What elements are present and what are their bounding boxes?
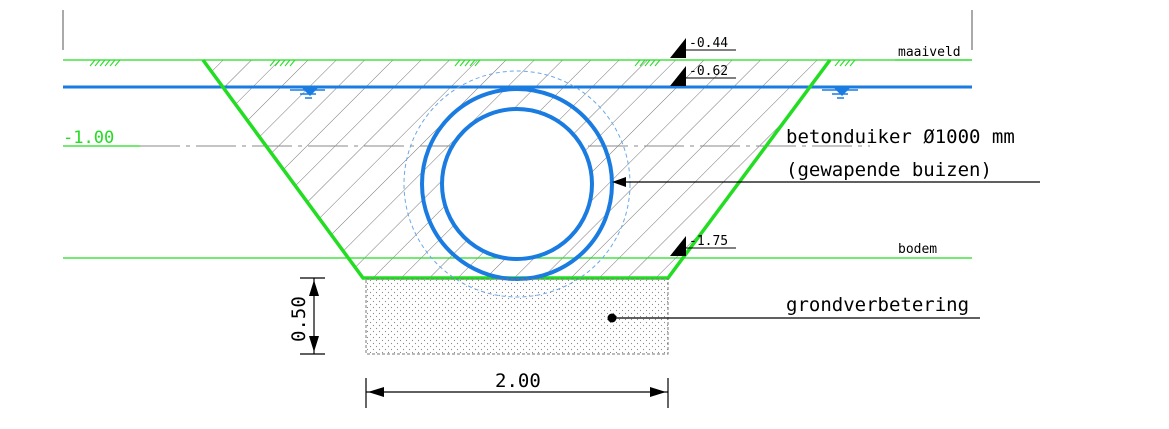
bodem-label: bodem <box>898 242 937 257</box>
pipe-interior <box>442 109 592 259</box>
water-symbol-right <box>822 88 858 99</box>
height-dimension <box>300 277 325 355</box>
water-symbol-left <box>290 88 325 99</box>
level-text-bodem: -1.75 <box>689 234 728 249</box>
level-marker-maaiveld <box>670 38 736 58</box>
duiker-label-line1: betonduiker Ø1000 mm <box>786 126 1015 148</box>
level-text-maaiveld: -0.44 <box>689 36 728 51</box>
width-dimension-text: 2.00 <box>495 370 541 392</box>
pipe-inner-wall <box>440 107 594 261</box>
level-marker-bodem <box>670 236 736 256</box>
height-dimension-text: 0.50 <box>288 296 310 342</box>
width-dimension <box>365 378 669 408</box>
level-marker-water <box>670 66 736 86</box>
soil-improvement-box <box>365 278 669 355</box>
soil-leader-dot <box>607 313 617 323</box>
pipe-leader-arrow <box>612 177 626 187</box>
duiker-label-line2: (gewapende buizen) <box>786 159 992 181</box>
grass-marks <box>89 59 856 67</box>
maaiveld-label: maaiveld <box>898 45 961 60</box>
level-text-axis: -1.00 <box>63 128 114 148</box>
grondverbetering-label: grondverbetering <box>786 294 969 316</box>
level-text-water: -0.62 <box>689 64 728 79</box>
